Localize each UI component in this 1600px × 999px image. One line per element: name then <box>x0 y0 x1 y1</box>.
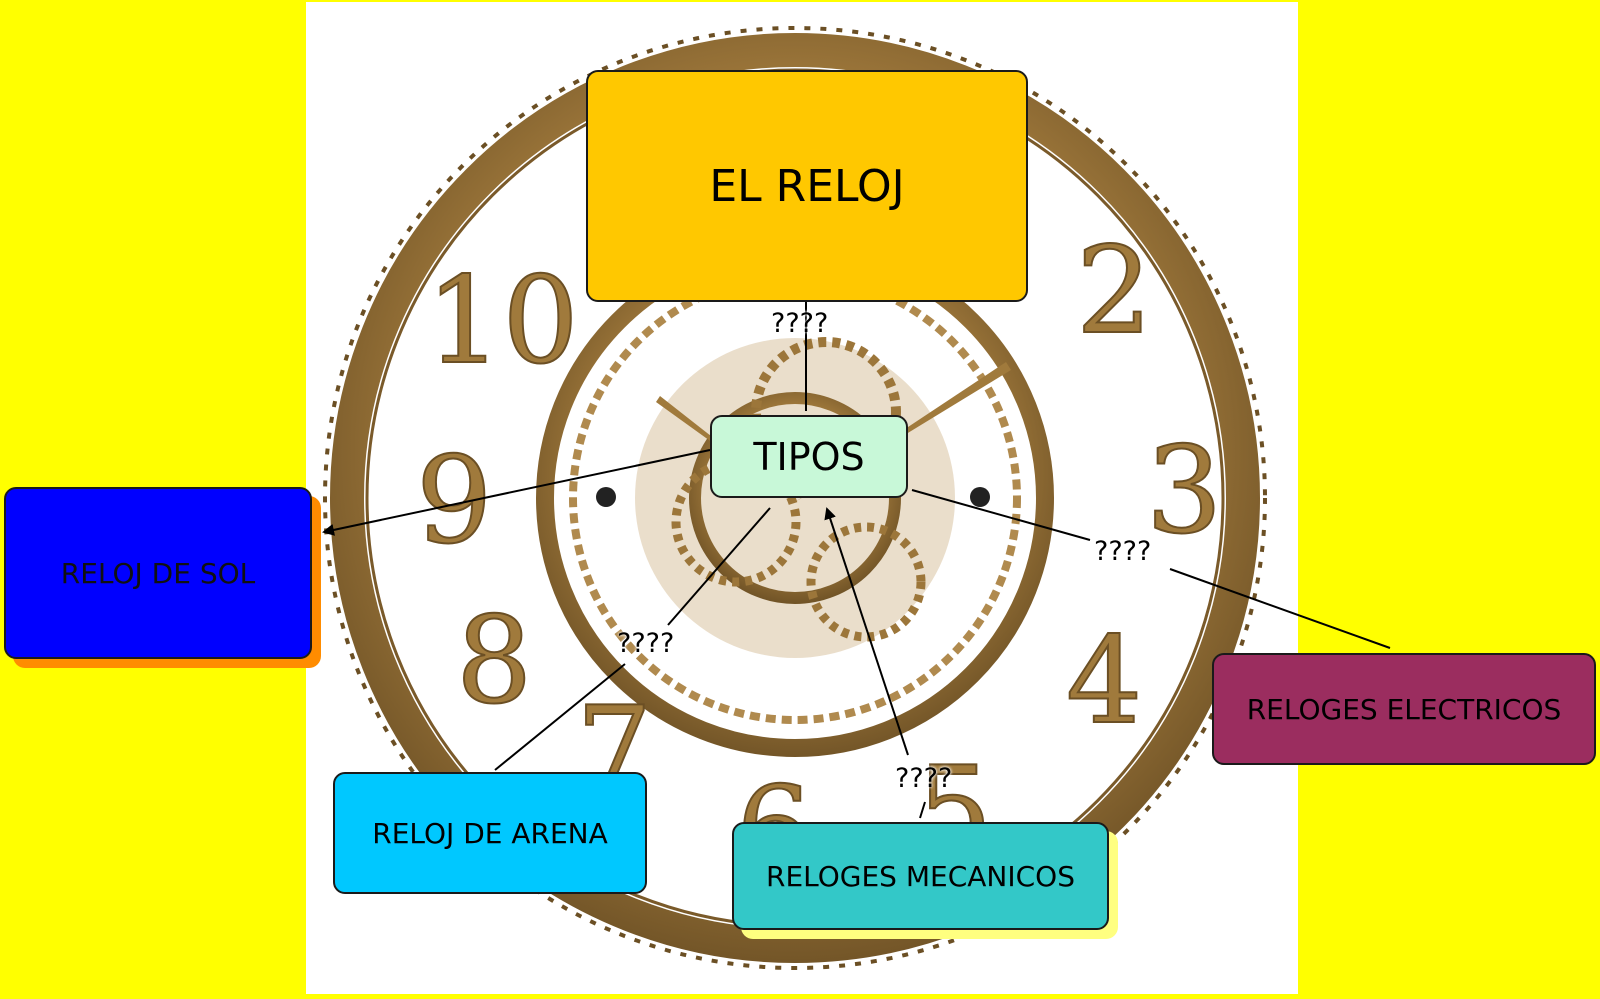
svg-text:2: 2 <box>1076 222 1152 361</box>
reloj-de-sol-label: RELOJ DE SOL <box>60 556 256 590</box>
svg-text:9: 9 <box>416 432 492 571</box>
reloges-mecanicos-label: RELOGES MECANICOS <box>766 859 1075 893</box>
clock-outer-ring <box>330 33 1260 963</box>
svg-text:3: 3 <box>1146 422 1222 561</box>
link-tipos-electricos-a <box>911 489 1091 541</box>
link-mecanicos-tipos-a <box>919 801 926 819</box>
reloges-mecanicos-node[interactable]: RELOGES MECANICOS <box>732 822 1109 930</box>
link-label-tipos-electricos: ???? <box>1094 536 1152 567</box>
reloj-de-arena-node[interactable]: RELOJ DE ARENA <box>333 772 647 894</box>
tipos-node-label: TIPOS <box>753 434 865 479</box>
link-tipos-sol <box>322 449 711 536</box>
svg-text:10: 10 <box>426 252 579 391</box>
link-mecanicos-tipos-b <box>824 507 909 756</box>
svg-text:4: 4 <box>1066 612 1142 751</box>
title-node[interactable]: EL RELOJ <box>586 70 1028 302</box>
reloges-electricos-node[interactable]: RELOGES ELECTRICOS <box>1212 653 1596 765</box>
link-tipos-electricos-b <box>1169 568 1391 649</box>
link-tipos-arena-b <box>494 663 626 771</box>
link-label-tipos-arena: ???? <box>617 628 675 659</box>
reloj-de-arena-label: RELOJ DE ARENA <box>372 816 608 850</box>
link-tipos-arena-a <box>667 507 771 626</box>
tipos-node[interactable]: TIPOS <box>710 415 908 498</box>
title-node-label: EL RELOJ <box>709 160 905 212</box>
link-label-mecanicos-tipos: ???? <box>895 763 953 794</box>
svg-text:8: 8 <box>456 592 532 731</box>
reloges-electricos-label: RELOGES ELECTRICOS <box>1246 692 1562 726</box>
reloj-de-sol-node[interactable]: RELOJ DE SOL <box>4 487 312 659</box>
link-label-title-tipos: ???? <box>771 308 829 339</box>
